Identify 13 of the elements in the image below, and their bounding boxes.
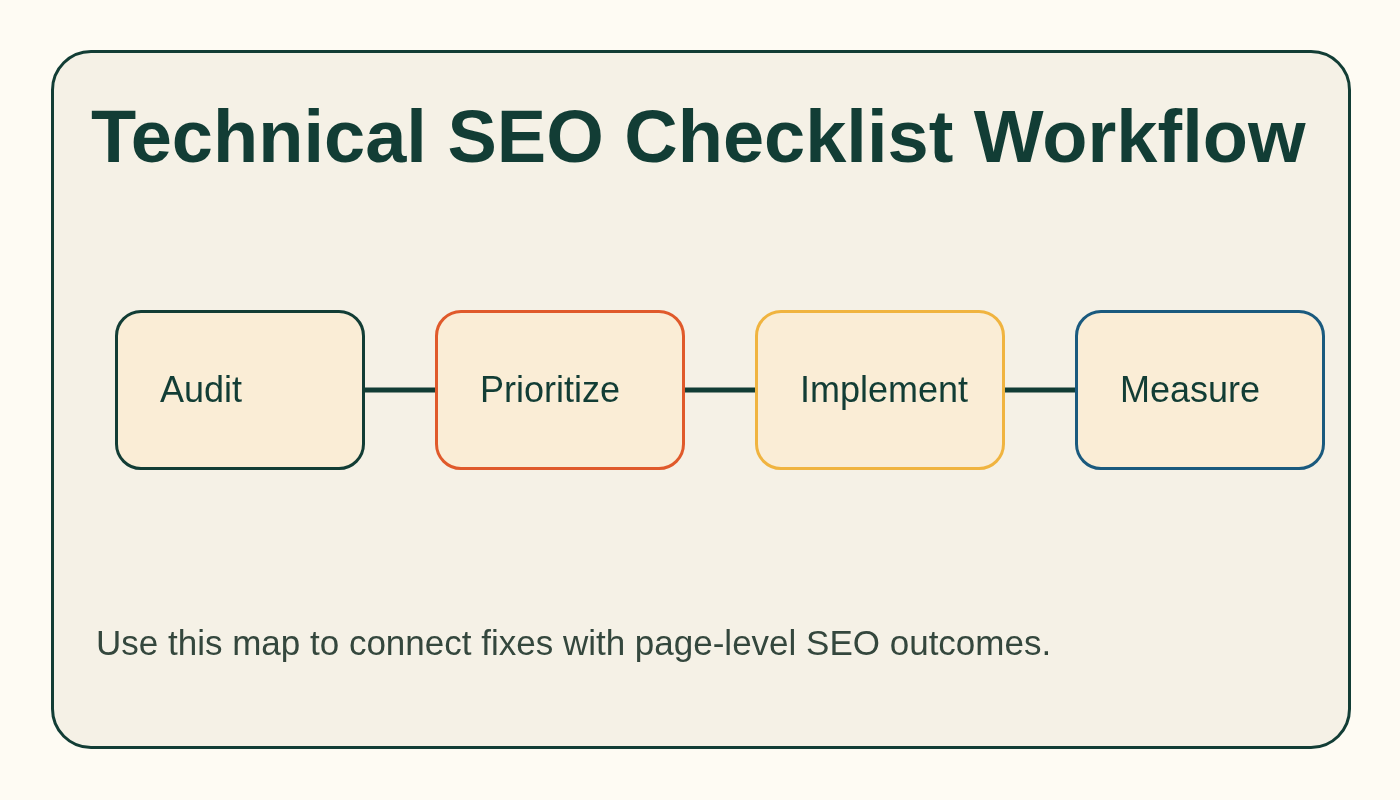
connector-line: [365, 387, 435, 393]
step-label: Implement: [800, 369, 969, 411]
connector-line: [685, 387, 755, 393]
connector-line: [1005, 387, 1075, 393]
step-box: [435, 310, 685, 470]
step-label: Audit: [160, 369, 243, 411]
diagram-title: Technical SEO Checklist Workflow: [91, 94, 1306, 180]
caption-text: Use this map to connect fixes with page-level SEO outcomes.: [96, 623, 1052, 664]
step-label: Prioritize: [480, 369, 621, 411]
step-box: [115, 310, 365, 470]
step-box: [1075, 310, 1325, 470]
step-label: Measure: [1120, 369, 1261, 411]
step-box: [755, 310, 1005, 470]
